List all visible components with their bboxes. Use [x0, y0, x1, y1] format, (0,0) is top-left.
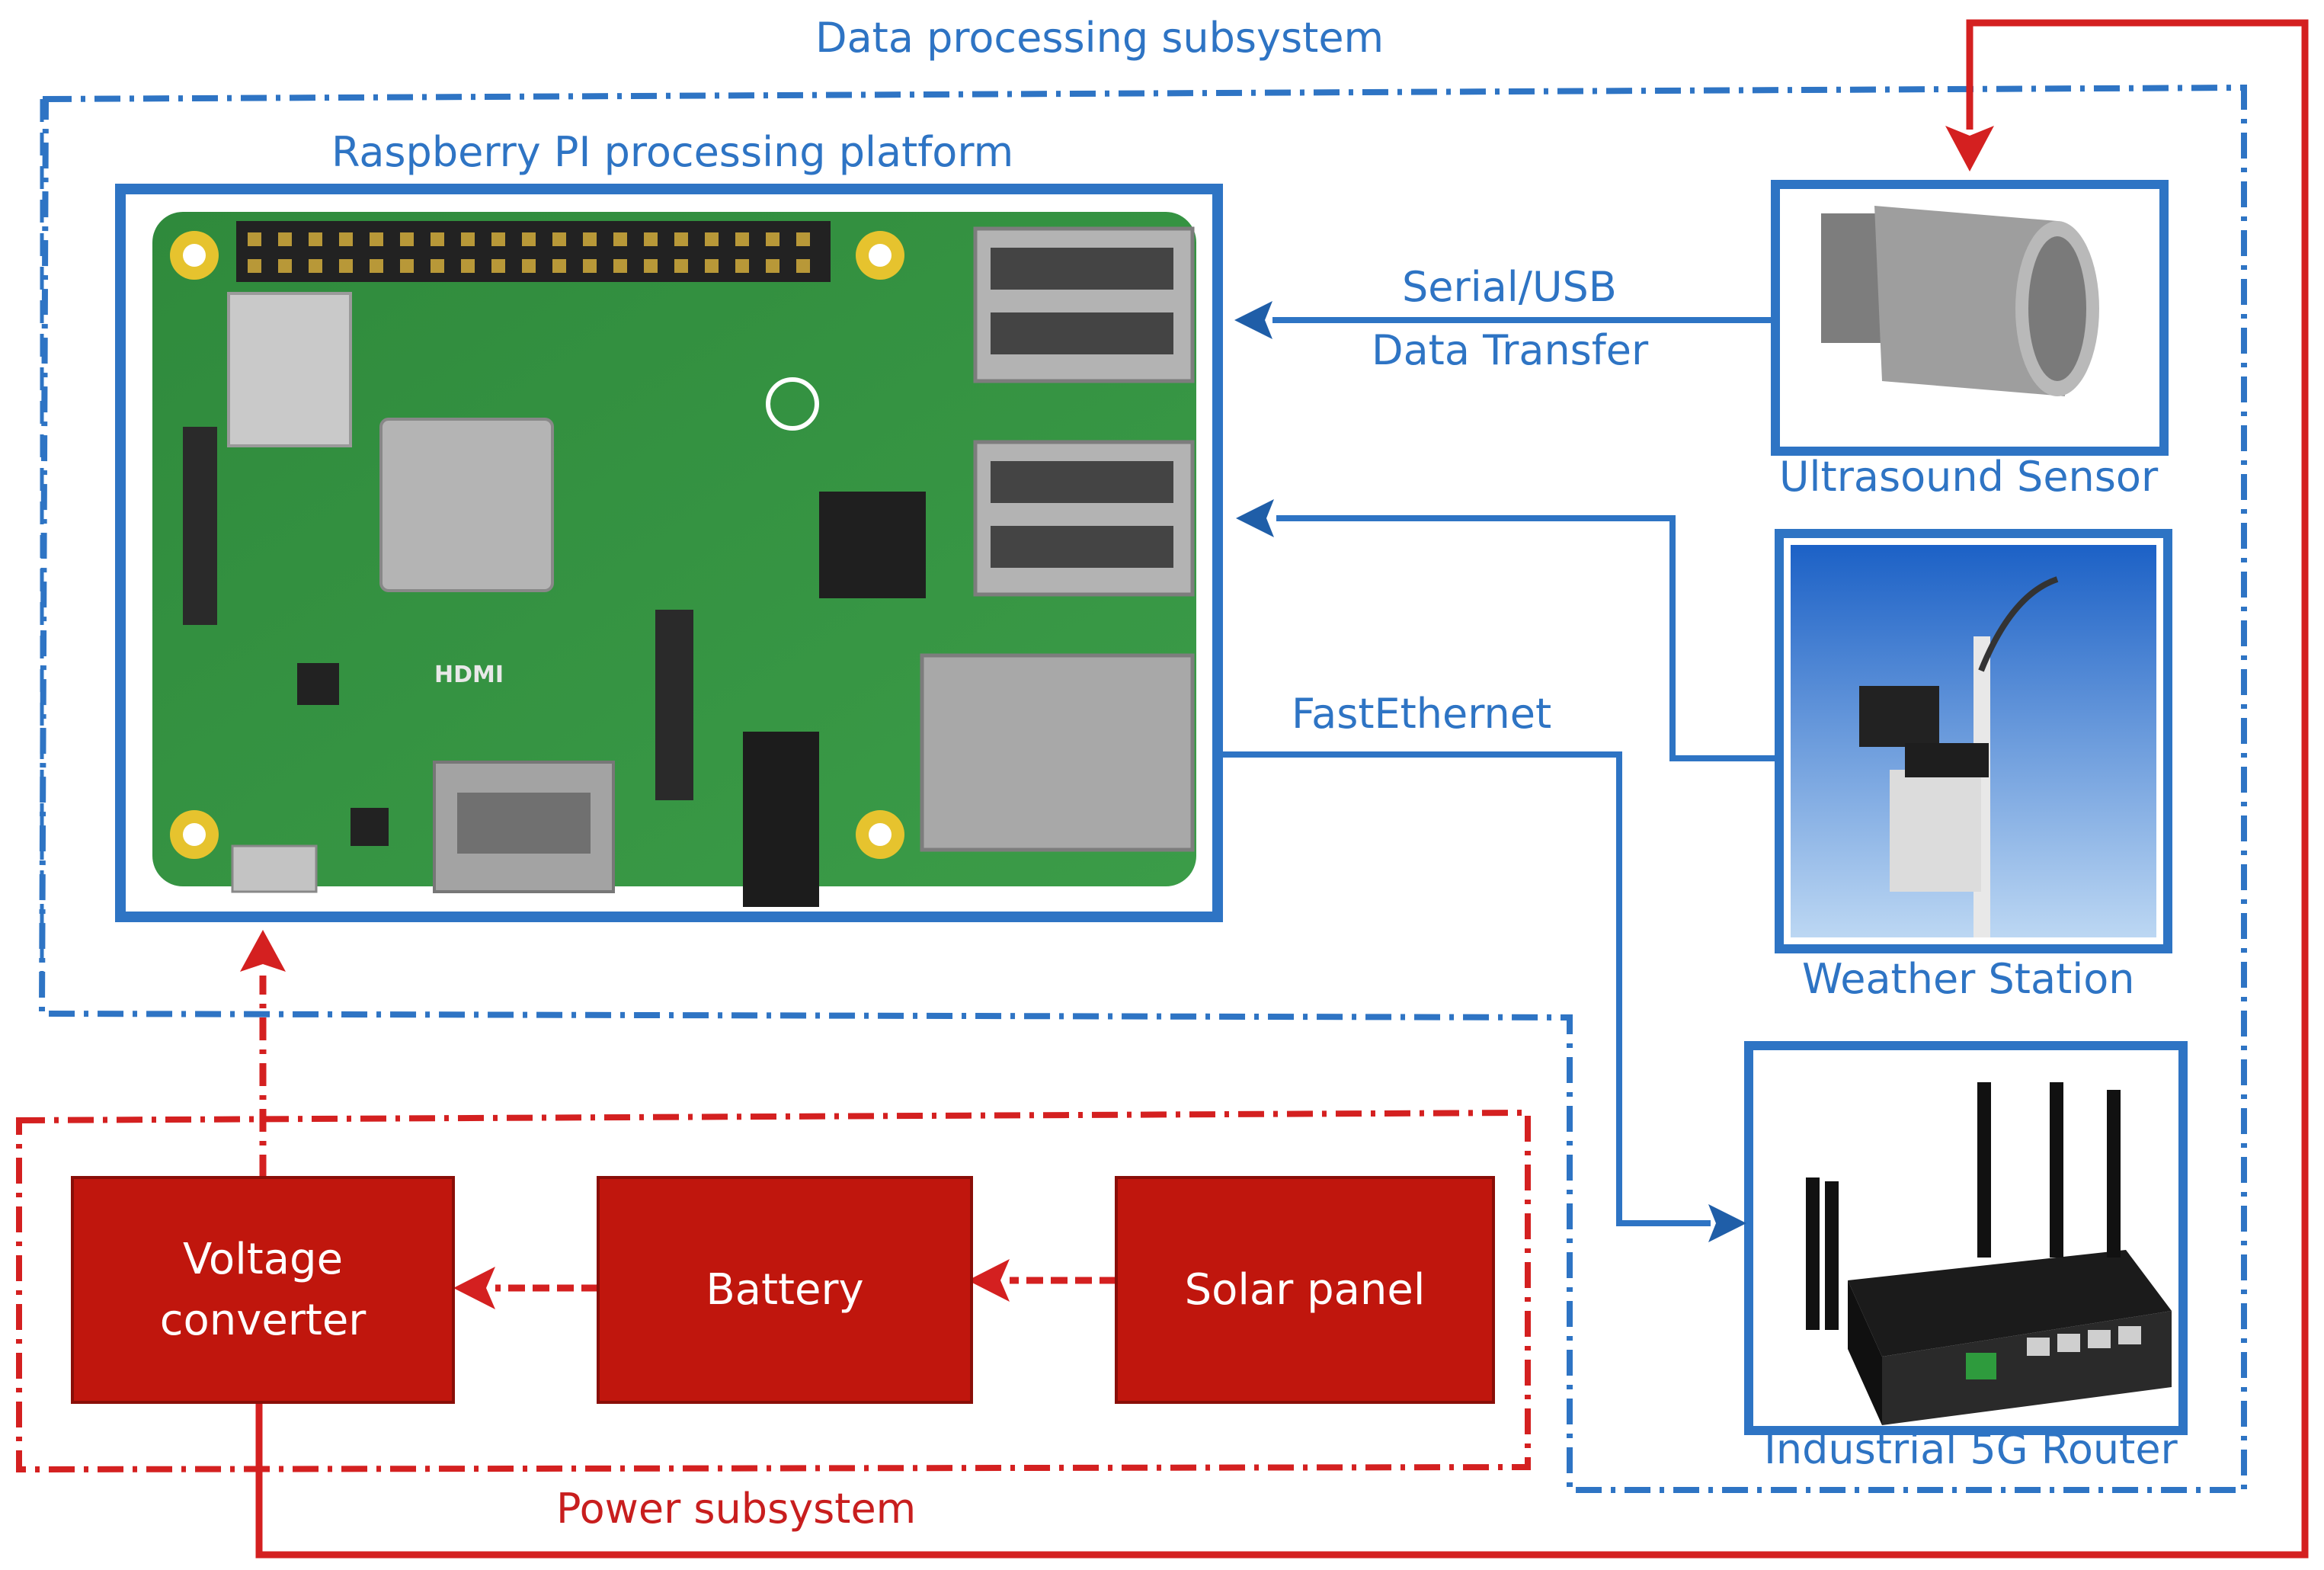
voltage-converter-label: Voltage converter [159, 1234, 367, 1345]
battery-label: Battery [706, 1264, 864, 1315]
raspberry-pi-board-icon: HDMI [115, 184, 1223, 922]
weather-link [1236, 499, 1779, 761]
solar-panel-block [1115, 1176, 1495, 1404]
ultrasound-sensor-icon [1771, 180, 2169, 456]
serial-usb-label-line1: Serial/USB [1402, 263, 1617, 311]
battery-block [597, 1176, 973, 1404]
router-icon [1744, 1041, 2188, 1435]
solar-panel-label: Solar panel [1184, 1264, 1426, 1315]
power-to-sensor-link [255, 19, 2309, 1559]
router-label: Industrial 5G Router [1764, 1425, 2178, 1473]
svg-text:HDMI: HDMI [434, 662, 504, 688]
battery-to-converter-link [453, 1267, 598, 1309]
fastethernet-link [1223, 751, 1746, 1242]
power-subsystem-label: Power subsystem [556, 1485, 917, 1533]
fastethernet-label: FastEthernet [1292, 690, 1552, 738]
weather-station-icon [1775, 529, 2172, 953]
ultrasound-sensor-label: Ultrasound Sensor [1779, 453, 2159, 501]
weather-station-label: Weather Station [1802, 955, 2135, 1003]
data-processing-subsystem-frame [38, 84, 2247, 1493]
voltage-converter-block [71, 1176, 455, 1404]
power-subsystem-frame [16, 1109, 1531, 1473]
data-processing-subsystem-label: Data processing subsystem [815, 14, 1384, 62]
platform-title: Raspberry PI processing platform [331, 128, 1014, 176]
power-to-pi-link [240, 930, 286, 1178]
serial-usb-label-line2: Data Transfer [1372, 326, 1649, 374]
serial-usb-link [1234, 301, 1775, 339]
solar-to-battery-link [968, 1259, 1116, 1302]
